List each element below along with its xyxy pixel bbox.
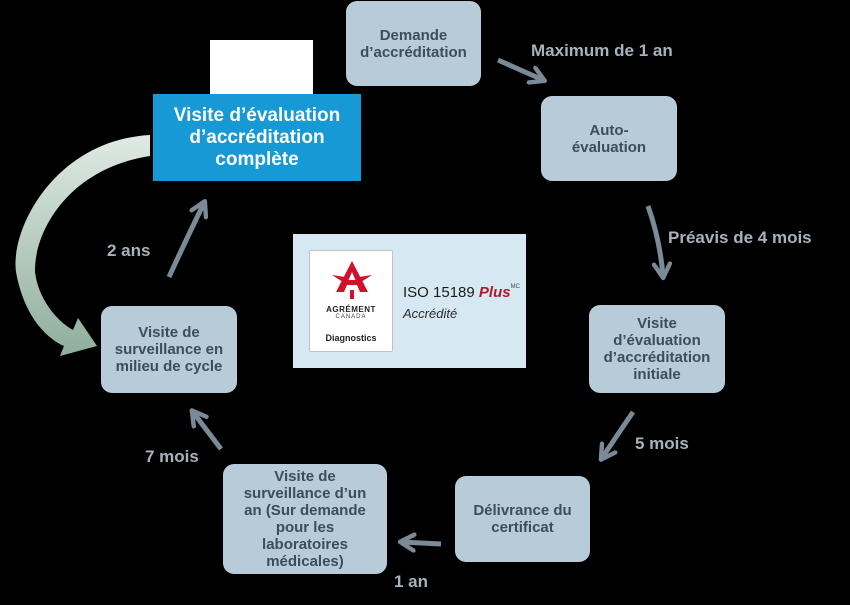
node-visite-complete: Visite d’évaluation d’accréditation comp… <box>153 94 361 181</box>
arrow-milieu-to-complete <box>166 203 204 279</box>
arrow-certificat-to-un-an <box>402 542 442 544</box>
node-certificat: Délivrance du certificat <box>455 476 590 562</box>
label-2-ans: 2 ans <box>107 241 151 260</box>
accreditation-badge: AGRÉMENT CANADA Diagnostics ISO 15189 Pl… <box>293 234 526 368</box>
badge-standard-name: ISO 15189 <box>403 284 475 301</box>
arrow-demande-to-auto <box>496 57 543 80</box>
label-1-an: 1 an <box>394 572 429 591</box>
node-demande: Demande d’accréditation <box>346 1 481 86</box>
logo-org-country: CANADA <box>335 314 367 320</box>
node-visite-un-an: Visite de surveillance d’un an (Sur dema… <box>223 464 387 574</box>
arrow-auto-to-initiale <box>645 205 663 276</box>
label-max-1-an: Maximum de 1 an <box>531 41 673 60</box>
curved-return-arrow <box>15 135 150 356</box>
badge-status: Accrédité <box>403 306 458 321</box>
white-box <box>210 40 313 94</box>
label-5-mois: 5 mois <box>635 434 689 453</box>
badge-standard-mark: MC <box>510 284 520 290</box>
label-preavis: Préavis de 4 mois <box>668 228 812 247</box>
node-auto-evaluation: Auto- évaluation <box>541 96 677 181</box>
badge-standard-plus: Plus <box>478 284 511 301</box>
logo-org-name: AGRÉMENT <box>326 305 376 314</box>
badge-standard: ISO 15189 PlusMC <box>403 284 520 301</box>
node-visite-initiale: Visite d’évaluation d’accréditation init… <box>589 305 725 393</box>
arrow-un-an-to-milieu <box>193 412 223 451</box>
maple-a-icon <box>332 261 372 299</box>
arrow-initiale-to-certificat <box>602 410 636 458</box>
node-visite-milieu-cycle: Visite de surveillance en milieu de cycl… <box>101 306 237 393</box>
label-7-mois: 7 mois <box>145 447 199 466</box>
logo-org-unit: Diagnostics <box>325 333 377 343</box>
agrement-canada-logo: AGRÉMENT CANADA Diagnostics <box>309 250 393 352</box>
